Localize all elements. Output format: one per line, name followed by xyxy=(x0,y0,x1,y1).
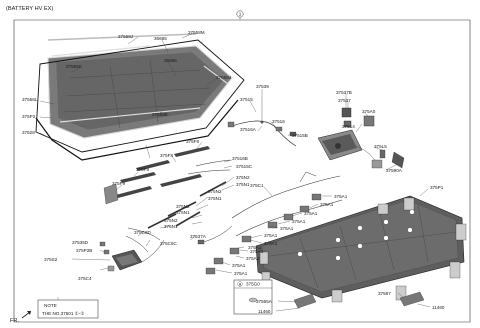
callout-375F8-c: 375F8 xyxy=(136,167,149,172)
callout-37516B: 37516B xyxy=(232,156,248,161)
callout-37514: 37514 xyxy=(342,124,355,129)
cable-37516B xyxy=(187,159,231,175)
callout-375A1-j: 375A1 xyxy=(246,256,260,261)
callout-37516: 37516 xyxy=(272,119,285,124)
callout-375P2B: 375P2B xyxy=(76,248,92,253)
callout-37587: 37587 xyxy=(378,291,391,296)
leader-lines xyxy=(39,32,431,312)
callout-375P2: 375P2 xyxy=(22,114,36,119)
callout-37558K: 37558K xyxy=(152,112,169,117)
callout-11460-right: 11460 xyxy=(432,305,445,310)
callout-375A1-d: 375A1 xyxy=(292,219,306,224)
callout-375N2-b: 375N2 xyxy=(208,189,222,194)
callout-375A1-l: 375A1 xyxy=(234,271,248,276)
callout-37556K: 37556K xyxy=(66,64,83,69)
callout-375A1-g: 375A1 xyxy=(264,241,278,246)
note-text: THE NO.37501 ①-② xyxy=(42,311,85,316)
battery-variant-label: (BATTERY HV EX) xyxy=(6,6,53,12)
upper-cover-tray xyxy=(35,33,245,161)
callout-375F8-b: 375F8 xyxy=(160,153,173,158)
note-title: NOTE xyxy=(44,303,57,308)
callout-375C1: 375C1 xyxy=(250,183,264,188)
callout-375S2: 375S2 xyxy=(44,257,58,262)
bottom-pads xyxy=(293,291,425,309)
callout-375N1-b: 375N1 xyxy=(208,196,222,201)
front-label: FR. xyxy=(10,318,19,324)
lower-battery-case xyxy=(255,195,467,303)
note-box: NOTE THE NO.37501 ①-② xyxy=(37,299,99,319)
inset-marker: a xyxy=(239,282,242,287)
callout-375P1: 375P1 xyxy=(430,185,444,190)
fitting-37590A xyxy=(391,151,405,169)
callout-37535D: 37535D xyxy=(72,240,89,245)
callout-37528: 37528 xyxy=(22,130,35,135)
callout-375F8-a: 375F8 xyxy=(186,139,199,144)
callout-375A1-c: 375A1 xyxy=(304,211,318,216)
callout-375A1-i: 375A1 xyxy=(250,249,264,254)
callout-37565A: 37565A xyxy=(256,299,273,304)
callout-37537A: 37537A xyxy=(190,234,207,239)
module-connectors-375N xyxy=(125,181,227,253)
inset-box-375G0: a 375G0 xyxy=(233,279,273,315)
callout-375A1-f: 375A1 xyxy=(264,233,278,238)
assembly-outline xyxy=(13,19,471,323)
callout-375C4: 375C4 xyxy=(78,276,92,281)
cable-harness-37515 xyxy=(227,120,297,147)
callout-37537: 37537 xyxy=(338,98,351,103)
callout-36685-mid: 36685 xyxy=(164,58,177,63)
callout-37558J: 37558J xyxy=(118,34,133,39)
callout-375N2-c: 375N2 xyxy=(176,204,190,209)
callout-37590A: 37590A xyxy=(386,168,403,173)
callout-375A1-e: 375A1 xyxy=(280,226,294,231)
callout-37558M: 37558M xyxy=(188,30,205,35)
front-direction-indicator: FR. xyxy=(10,311,31,324)
callout-375N1-c: 375N1 xyxy=(176,210,190,215)
callout-37516A: 37516A xyxy=(240,127,257,132)
callout-37515: 37515 xyxy=(240,97,253,102)
junction-box xyxy=(317,129,381,169)
callout-375N1-d: 375N1 xyxy=(164,224,178,229)
cable-harness-37539 xyxy=(260,96,264,124)
connector-block-37537 xyxy=(341,107,375,128)
callout-375A1-a: 375A1 xyxy=(334,194,348,199)
callout-375A1-b: 375A1 xyxy=(320,202,334,207)
fitting-375L5 xyxy=(371,149,386,169)
callout-37515C: 37515C xyxy=(236,164,253,169)
callout-375A0: 375A0 xyxy=(362,109,376,114)
callout-375F9: 375F9 xyxy=(112,181,125,186)
inset-ref: 375G0 xyxy=(246,282,260,287)
marker-a-group xyxy=(297,209,415,261)
busbar-set-375F8 xyxy=(112,146,210,199)
callout-37558L: 37558L xyxy=(22,97,38,102)
callout-375C6D: 375C6D xyxy=(134,230,152,235)
busbar-set-375F9 xyxy=(103,183,119,205)
callout-375N1-a: 375N1 xyxy=(236,182,250,187)
callout-37539: 37539 xyxy=(256,84,269,89)
callout-375L5: 375L5 xyxy=(374,144,387,149)
controller-module-375S2 xyxy=(99,239,165,272)
callout-11460-left: 11460 xyxy=(258,309,271,314)
callout-375C6C: 375C6C xyxy=(160,241,178,246)
callout-37515B: 37515B xyxy=(292,133,308,138)
callout-labels: 37558J 36685 37558M 37556K 36685 37558J … xyxy=(22,30,445,314)
callout-37558J-right: 37558J xyxy=(216,75,231,80)
callout-375N2-a: 375N2 xyxy=(236,175,250,180)
plug-37537A xyxy=(197,225,233,245)
callout-375A1-h: 375A1 xyxy=(248,245,262,250)
callout-36685-top: 36685 xyxy=(154,36,167,41)
assembly-ref-number: 1 xyxy=(239,12,242,17)
callout-375A1-k: 375A1 xyxy=(232,263,246,268)
callout-375N2-d: 375N2 xyxy=(164,218,178,223)
insulator-pads-375A1 xyxy=(205,193,322,275)
callout-37537B: 37537B xyxy=(336,90,352,95)
